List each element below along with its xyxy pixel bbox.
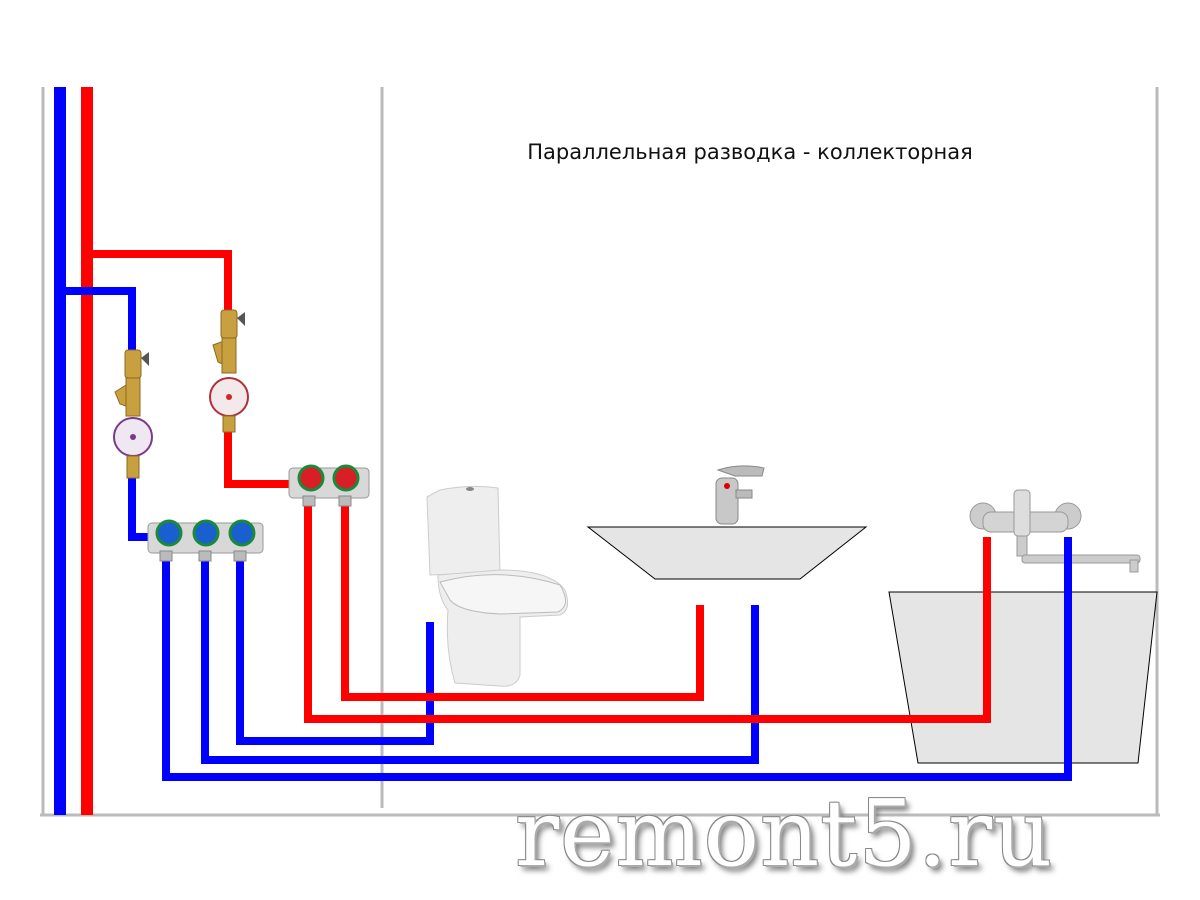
cold-pipe-sink bbox=[201, 555, 759, 764]
bathtub bbox=[888, 591, 1158, 764]
cold-collector-icon bbox=[147, 519, 264, 562]
bath-mixer-icon bbox=[969, 489, 1141, 573]
hot-pipe-sink bbox=[341, 500, 704, 701]
diagram-title: Параллельная разводка - коллекторная bbox=[527, 140, 973, 164]
cold-pipe-toilet bbox=[236, 555, 434, 745]
hot-pipe-bath bbox=[304, 500, 991, 723]
cold-pipe-bath bbox=[162, 537, 1072, 781]
hot-water-meter-icon bbox=[209, 309, 249, 433]
watermark-logo: remont5.ru bbox=[515, 780, 1054, 887]
sink-basin bbox=[586, 526, 868, 580]
walls bbox=[40, 87, 1160, 817]
hot-collector-icon bbox=[288, 464, 370, 507]
pipes bbox=[54, 87, 1072, 815]
cold-branch-pipe bbox=[60, 287, 136, 350]
hot-meter-to-collector-pipe bbox=[224, 430, 292, 488]
sink-faucet-icon bbox=[715, 465, 765, 525]
cold-meter-to-collector-pipe bbox=[128, 478, 150, 541]
hot-branch-pipe bbox=[87, 250, 232, 320]
toilet-icon bbox=[426, 485, 569, 687]
cold-water-meter-icon bbox=[113, 349, 153, 479]
